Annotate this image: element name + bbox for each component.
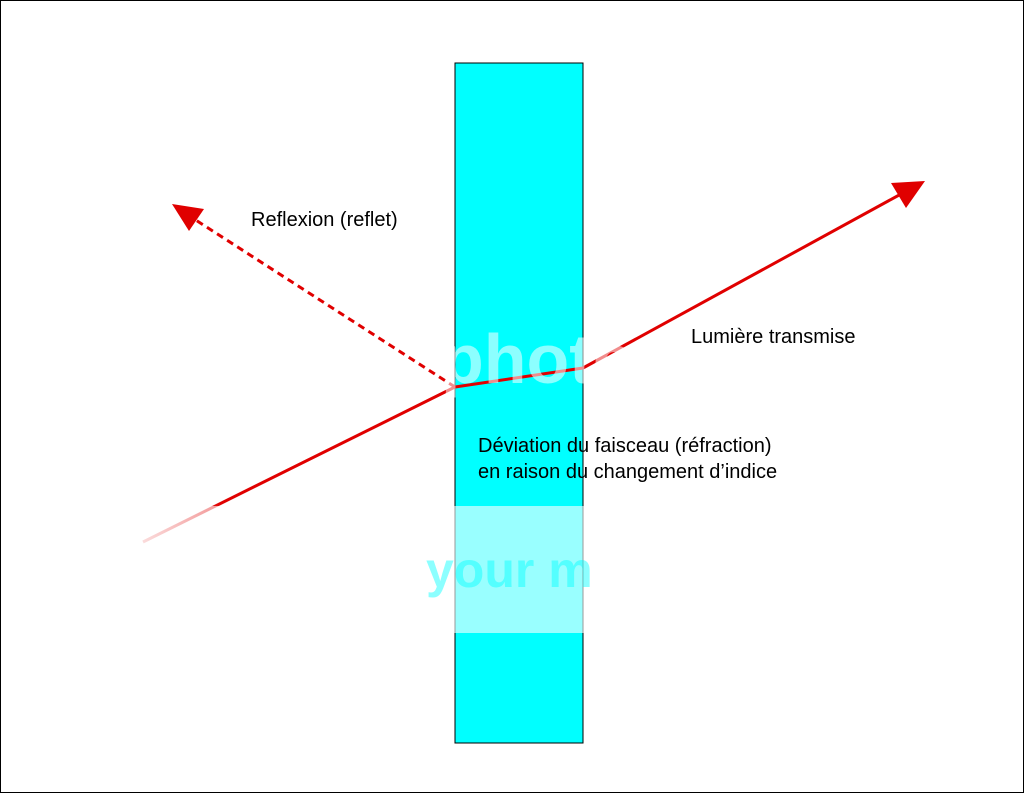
deviation-label-line1: Déviation du faisceau (réfraction): [478, 435, 772, 457]
watermark-top: photo: [441, 320, 636, 398]
glass-slab: [454, 62, 584, 744]
watermark-bottom: your m: [426, 542, 593, 598]
transmitted-label: Lumière transmise: [691, 326, 856, 348]
transmitted-arrow-icon: [891, 181, 925, 208]
transmitted-ray: [582, 192, 902, 370]
reflection-label: Reflexion (reflet): [251, 209, 398, 231]
refracted-ray-inside: [454, 366, 584, 389]
deviation-label-line2: en raison du changement d’indice: [478, 461, 778, 483]
reflected-arrow-icon: [172, 204, 204, 231]
reflected-ray: [190, 215, 456, 389]
watermark-band: [1, 506, 1023, 633]
